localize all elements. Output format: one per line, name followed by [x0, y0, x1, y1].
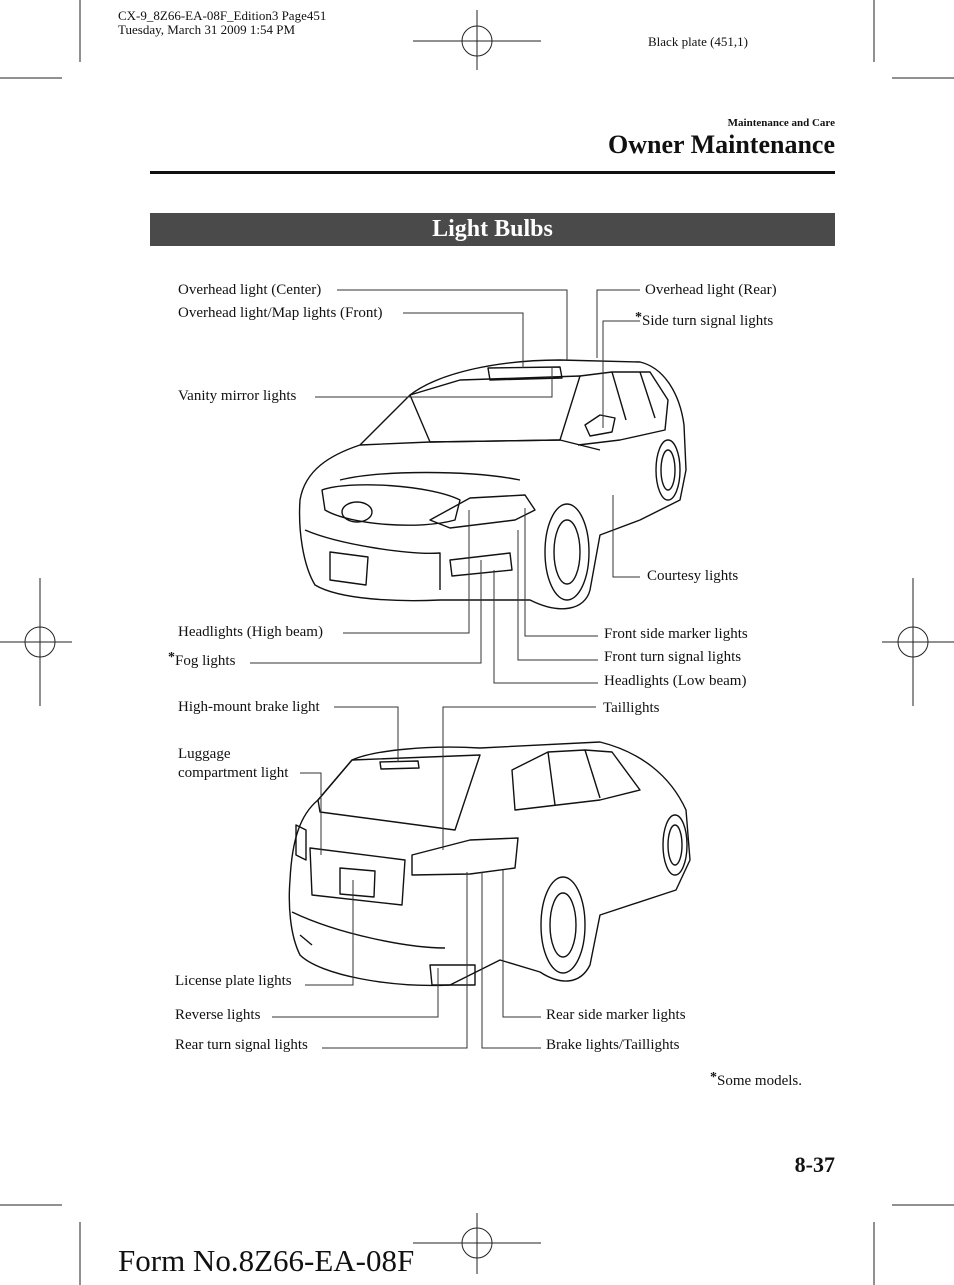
label-high-mount-brake: High-mount brake light [178, 699, 320, 715]
label-vanity-mirror: Vanity mirror lights [178, 388, 297, 404]
label-side-turn-signal: *Side turn signal lights [635, 310, 774, 329]
rear-vehicle-drawing [288, 741, 691, 987]
label-brake-taillights: Brake lights/Taillights [546, 1037, 680, 1053]
label-headlights-high: Headlights (High beam) [178, 624, 323, 640]
label-overhead-map-front: Overhead light/Map lights (Front) [178, 305, 383, 321]
chapter-title: Owner Maintenance [608, 130, 835, 159]
label-courtesy: Courtesy lights [647, 568, 739, 584]
label-front-side-marker: Front side marker lights [604, 626, 748, 642]
label-license-plate: License plate lights [175, 973, 292, 989]
label-overhead-center: Overhead light (Center) [178, 282, 322, 298]
label-front-turn-signal: Front turn signal lights [604, 649, 742, 665]
asterisk-mark: * [710, 1070, 717, 1085]
print-file-line: CX-9_8Z66-EA-08F_Edition3 Page451 [118, 8, 327, 23]
label-rear-turn-signal: Rear turn signal lights [175, 1037, 308, 1053]
front-vehicle-drawing [298, 359, 687, 610]
asterisk-mark: * [168, 650, 175, 665]
label-rear-side-marker: Rear side marker lights [546, 1007, 686, 1023]
header-rule [150, 171, 835, 174]
asterisk-mark: * [635, 310, 642, 325]
page-number: 8-37 [794, 1152, 835, 1177]
label-luggage-line2: compartment light [178, 765, 289, 781]
section-label: Maintenance and Care [727, 117, 835, 129]
form-number: Form No.8Z66-EA-08F [118, 1243, 415, 1278]
label-luggage-line1: Luggage [178, 746, 231, 762]
front-leader-lines [250, 289, 640, 684]
label-headlights-low: Headlights (Low beam) [604, 673, 747, 689]
print-date-line: Tuesday, March 31 2009 1:54 PM [118, 22, 296, 37]
footnote: *Some models. [710, 1070, 802, 1089]
label-fog-lights: *Fog lights [168, 650, 236, 669]
plate-label: Black plate (451,1) [648, 34, 748, 49]
banner-title: Light Bulbs [432, 216, 553, 242]
label-taillights: Taillights [603, 700, 660, 716]
rear-leader-lines [272, 706, 596, 1049]
label-overhead-rear: Overhead light (Rear) [645, 282, 777, 298]
light-bulbs-banner: Light Bulbs [150, 213, 835, 246]
label-reverse: Reverse lights [175, 1007, 261, 1023]
